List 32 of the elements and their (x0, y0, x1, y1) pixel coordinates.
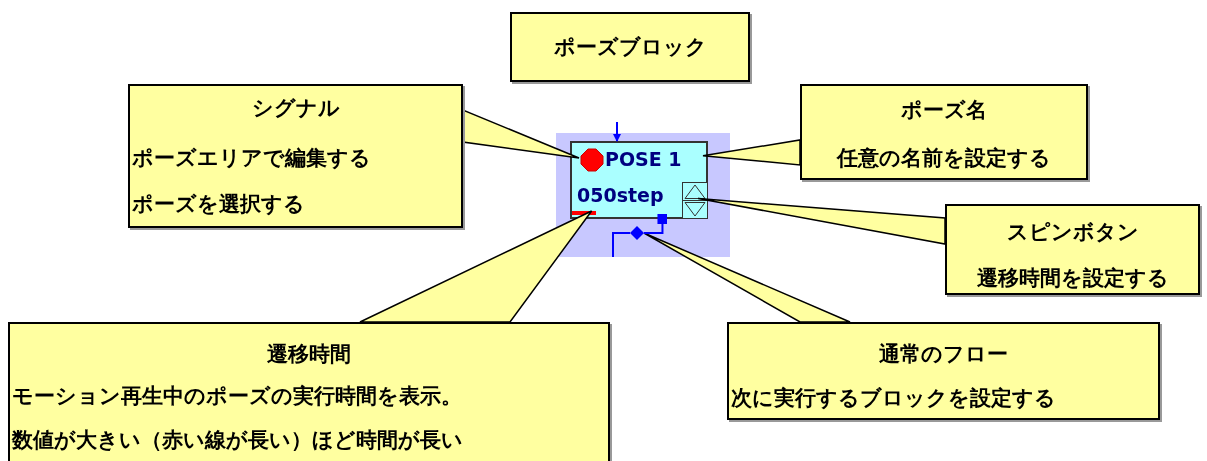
callout-pointer (702, 139, 801, 166)
callout-box (800, 84, 1088, 180)
callout-pointer (643, 232, 851, 323)
pose-block (570, 141, 708, 219)
callout-heading: ポーズ名 (900, 97, 988, 124)
callout-heading: 遷移時間 (266, 341, 352, 368)
flow-line (612, 232, 631, 258)
callout-pointer (462, 108, 580, 159)
title-box (510, 12, 750, 82)
callout-text: ポーズを選択する (132, 191, 305, 218)
duration-bar (572, 211, 596, 215)
callout-text: モーション再生中のポーズの実行時間を表示。 (12, 383, 462, 410)
callout-text: ポーズエリアで編集する (132, 145, 371, 172)
callout-box (128, 84, 463, 228)
callout-text: 任意の名前を設定する (835, 145, 1052, 172)
callout-text: 数値が大きい（赤い線が長い）ほど時間が長い (12, 427, 463, 454)
flow-port (630, 226, 644, 240)
block-title: ポーズブロック (552, 34, 708, 61)
callout-heading: スピンボタン (1005, 219, 1140, 246)
callout-text: 次に実行するブロックを設定する (731, 385, 1056, 412)
step-count: 050step (577, 183, 664, 208)
callout-text: 遷移時間を設定する (975, 265, 1170, 292)
callout-heading: 通常のフロー (878, 341, 1009, 368)
pose-name: POSE 1 (605, 146, 705, 172)
callout-heading: シグナル (250, 95, 341, 122)
selection-highlight (556, 133, 730, 257)
callout-box (945, 204, 1200, 295)
flow-line (643, 214, 668, 234)
flow-arrow (613, 121, 621, 142)
callout-pointer (697, 197, 946, 245)
callout-pointer (359, 210, 593, 323)
spin-button (682, 182, 708, 219)
